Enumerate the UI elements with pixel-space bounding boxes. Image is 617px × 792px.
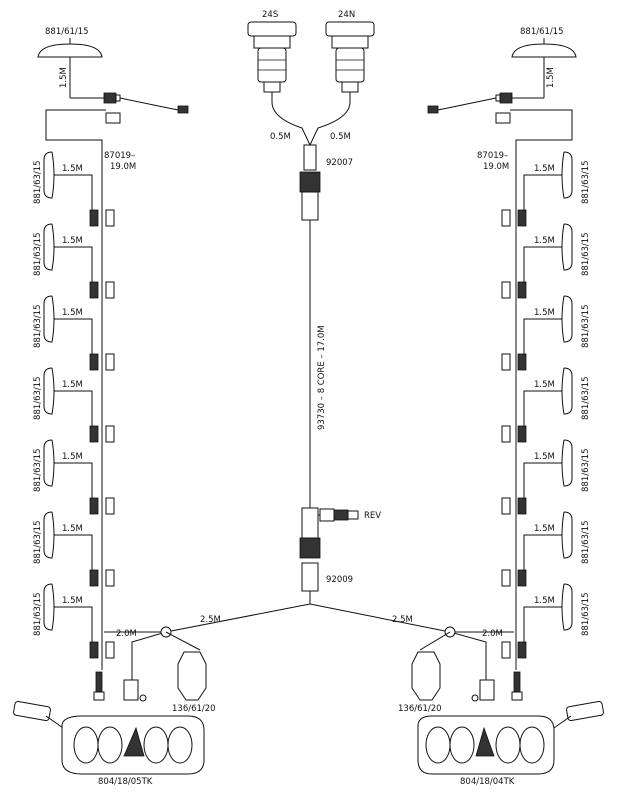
marker-lamp-right-drop: 1.5M <box>534 164 555 174</box>
marker-lamp-right-drop: 1.5M <box>534 236 555 246</box>
connector-92009: 92009 <box>299 507 353 592</box>
marker-lamp-left-part: 881/63/15 <box>33 448 43 492</box>
rear-lamp-right: 804/18/04TK <box>417 700 604 787</box>
plate-lamp-left-label: 136/61/20 <box>172 704 216 714</box>
beacon-top-right-drop: 1.5M <box>546 67 556 88</box>
marker-lamp-left: 881/63/15 1.5M <box>33 583 115 659</box>
rev-label: REV <box>364 511 381 521</box>
marker-lamp-right-part: 881/63/15 <box>581 304 591 348</box>
socket-24n: 24N <box>325 10 375 102</box>
marker-lamp-right: 881/63/15 1.5M <box>501 367 591 443</box>
marker-lamp-right: 881/63/15 1.5M <box>501 511 591 587</box>
marker-lamp-left: 881/63/15 1.5M <box>33 439 115 515</box>
left-harness-length: 19.0M <box>110 162 136 172</box>
len-2-0-right: 2.0M <box>482 629 503 639</box>
marker-lamp-right-drop: 1.5M <box>534 596 555 606</box>
beacon-top-right: 881/61/15 1.5M 87019– 19.0M <box>427 27 577 670</box>
marker-lamp-right-drop: 1.5M <box>534 308 555 318</box>
socket-24s: 24S <box>247 10 297 102</box>
rev-connector: REV <box>310 508 381 522</box>
pigtail-left <box>93 671 147 702</box>
marker-lamp-left-drop: 1.5M <box>62 236 83 246</box>
connector-92009-label: 92009 <box>326 575 353 585</box>
marker-lamp-left: 881/63/15 1.5M <box>33 367 115 443</box>
marker-lamp-right: 881/63/15 1.5M <box>501 223 591 299</box>
marker-lamp-left: 881/63/15 1.5M <box>33 151 115 227</box>
marker-lamp-left: 881/63/15 1.5M <box>33 511 115 587</box>
marker-lamp-right-drop: 1.5M <box>534 452 555 462</box>
pigtail-right <box>471 671 523 702</box>
plate-lamp-right: 136/61/20 <box>398 651 442 714</box>
len-2-5-left: 2.5M <box>200 615 221 625</box>
marker-lamp-left-drop: 1.5M <box>62 308 83 318</box>
connector-92007: 92007 <box>299 144 353 221</box>
socket-24s-label: 24S <box>262 10 278 20</box>
marker-lamp-left-part: 881/63/15 <box>33 304 43 348</box>
marker-lamp-left-drop: 1.5M <box>62 380 83 390</box>
len-2-0-left: 2.0M <box>116 629 137 639</box>
marker-lamp-left-part: 881/63/15 <box>33 232 43 276</box>
marker-lamp-right-part: 881/63/15 <box>581 448 591 492</box>
marker-lamps-right: 881/63/151.5M881/63/151.5M881/63/151.5M8… <box>501 151 591 659</box>
marker-lamp-left-part: 881/63/15 <box>33 520 43 564</box>
right-harness-length: 19.0M <box>483 162 509 172</box>
len-0-5-left: 0.5M <box>270 132 291 142</box>
marker-lamp-left-part: 881/63/15 <box>33 160 43 204</box>
len-0-5-right: 0.5M <box>330 132 351 142</box>
rear-lamp-left: 804/18/05TK <box>13 700 205 787</box>
socket-24n-label: 24N <box>338 10 355 20</box>
marker-lamp-right-part: 881/63/15 <box>581 232 591 276</box>
marker-lamp-right-drop: 1.5M <box>534 380 555 390</box>
marker-lamp-left-part: 881/63/15 <box>33 376 43 420</box>
len-2-5-right: 2.5M <box>392 615 413 625</box>
marker-lamp-left-drop: 1.5M <box>62 596 83 606</box>
beacon-top-left-drop: 1.5M <box>59 67 69 88</box>
plate-lamp-right-label: 136/61/20 <box>398 704 442 714</box>
beacon-top-left: 881/61/15 1.5M 87019– 19.0M <box>37 27 189 670</box>
connector-92007-label: 92007 <box>326 158 353 168</box>
marker-lamp-left: 881/63/15 1.5M <box>33 223 115 299</box>
rear-lamp-left-label: 804/18/05TK <box>98 777 153 787</box>
left-harness-part: 87019– <box>104 151 135 161</box>
marker-lamp-right: 881/63/15 1.5M <box>501 295 591 371</box>
right-harness-part: 87019– <box>477 151 508 161</box>
marker-lamp-right: 881/63/15 1.5M <box>501 583 591 659</box>
marker-lamp-right-part: 881/63/15 <box>581 160 591 204</box>
marker-lamp-right-drop: 1.5M <box>534 524 555 534</box>
marker-lamp-left-part: 881/63/15 <box>33 592 43 636</box>
marker-lamp-left-drop: 1.5M <box>62 452 83 462</box>
rear-lamp-right-label: 804/18/04TK <box>460 777 515 787</box>
marker-lamp-left-drop: 1.5M <box>62 164 83 174</box>
marker-lamp-left-drop: 1.5M <box>62 524 83 534</box>
marker-lamp-left: 881/63/15 1.5M <box>33 295 115 371</box>
plate-lamp-left: 136/61/20 <box>172 651 216 714</box>
main-cable-label: 93730 – 8 CORE – 17.0M <box>317 325 327 430</box>
marker-lamp-right: 881/63/15 1.5M <box>501 439 591 515</box>
beacon-top-left-label: 881/61/15 <box>45 27 89 37</box>
beacon-top-right-label: 881/61/15 <box>520 27 564 37</box>
marker-lamp-right-part: 881/63/15 <box>581 520 591 564</box>
marker-lamp-right-part: 881/63/15 <box>581 376 591 420</box>
marker-lamp-right-part: 881/63/15 <box>581 592 591 636</box>
marker-lamp-right: 881/63/15 1.5M <box>501 151 591 227</box>
